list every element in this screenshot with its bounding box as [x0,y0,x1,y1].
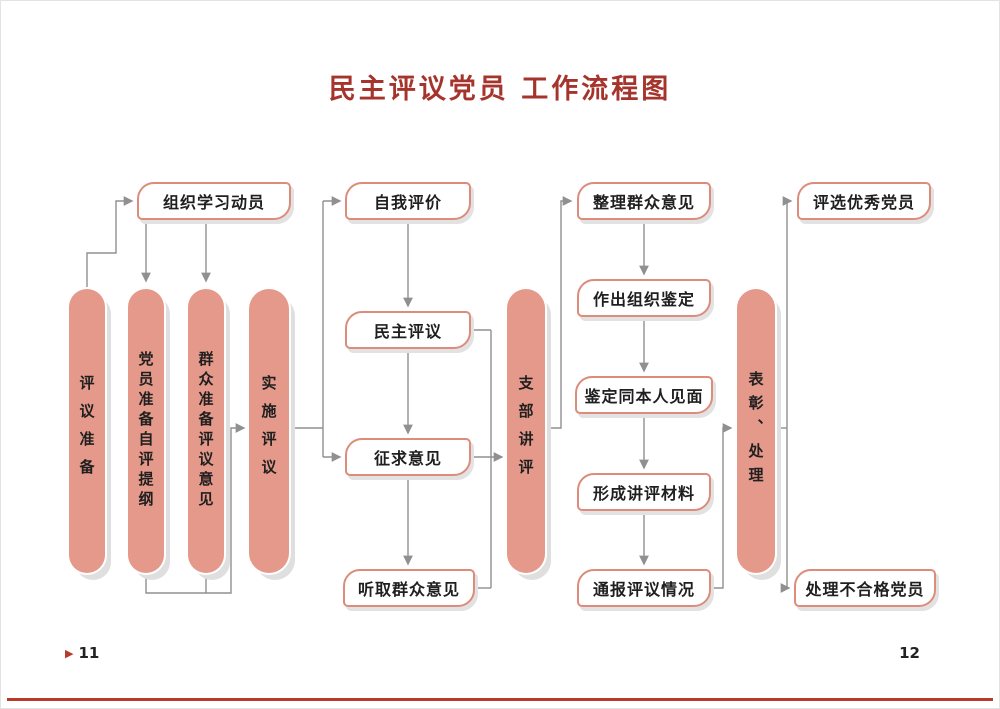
triangle-marker-icon: ▶ [65,646,74,660]
stage-branch-commentary: 支部讲评 [507,289,545,573]
connector-lines [86,196,793,594]
page-number-right: 12 [899,644,920,662]
step-listen-to-mass-opinions: 听取群众意见 [343,569,475,607]
footer-rule [7,698,993,701]
step-report-review-results: 通报评议情况 [577,569,711,607]
page-title: 民主评议党员 工作流程图 [328,74,672,105]
step-self-evaluation: 自我评价 [345,182,471,220]
step-solicit-opinions: 征求意见 [345,438,471,476]
step-label: 民主评议 [373,322,442,341]
step-make-organizational-appraisal: 作出组织鉴定 [577,279,711,317]
stage-label: 支部讲评 [516,375,535,487]
step-form-commentary-materials: 形成讲评材料 [577,473,711,511]
step-label: 形成讲评材料 [592,484,695,503]
stage-member-self-evaluation-outline: 党员准备自评提纲 [128,289,164,573]
step-handle-unqualified-members: 处理不合格党员 [794,569,936,607]
step-democratic-review: 民主评议 [345,311,471,349]
stage-review-preparation: 评议准备 [69,289,105,573]
step-label: 征求意见 [373,449,442,468]
step-label: 作出组织鉴定 [592,290,695,309]
stage-mass-review-opinions: 群众准备评议意见 [188,289,224,573]
step-label: 通报评议情况 [592,580,695,599]
step-label: 鉴定同本人见面 [584,387,704,406]
step-select-outstanding-members: 评选优秀党员 [797,182,931,220]
step-label: 整理群众意见 [592,193,695,212]
step-organize-mass-opinions: 整理群众意见 [577,182,711,220]
stage-label: 实施评议 [259,375,278,487]
stage-commend-and-handle: 表彰、处理 [737,289,775,573]
page-number-left-value: 11 [78,644,100,662]
stage-label: 表彰、处理 [746,371,765,491]
step-organize-study-mobilization: 组织学习动员 [137,182,291,220]
stage-label: 评议准备 [77,375,96,487]
step-label: 处理不合格党员 [805,580,925,599]
step-label: 自我评价 [373,193,442,212]
step-label: 评选优秀党员 [812,193,915,212]
page-number-left: ▶ 11 [65,644,99,662]
step-appraisal-meets-person: 鉴定同本人见面 [575,376,713,414]
stage-label: 群众准备评议意见 [196,351,215,511]
stage-implement-review: 实施评议 [249,289,289,573]
step-label: 听取群众意见 [357,580,460,599]
stage-label: 党员准备自评提纲 [136,351,155,511]
step-label: 组织学习动员 [162,193,265,212]
